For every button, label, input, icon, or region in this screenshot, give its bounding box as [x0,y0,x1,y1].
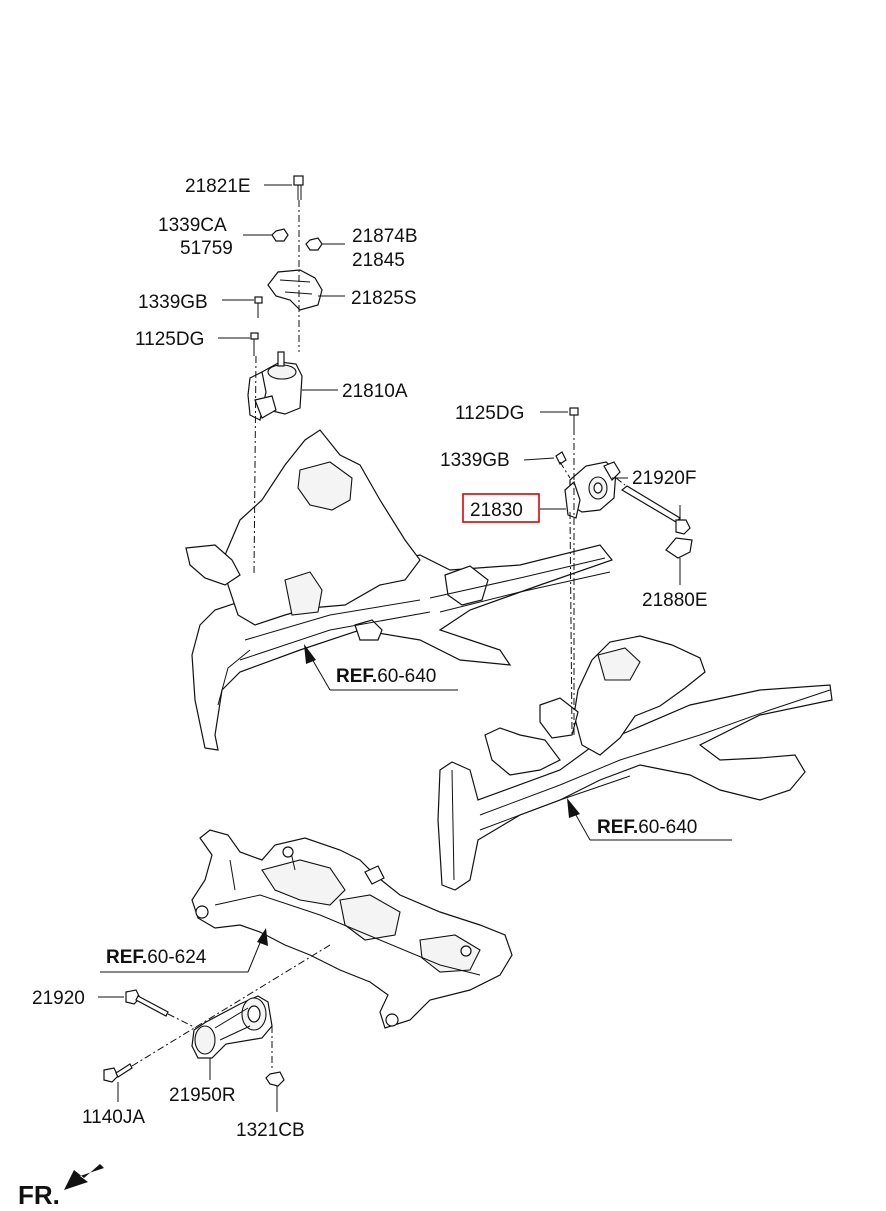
label-51759[interactable]: 51759 [180,238,233,259]
ref-label-2[interactable]: REF.60-640 [597,817,697,838]
left-front-side-member [185,429,613,751]
part-labels: 21821E 1339CA 51759 21874B 21845 1339GB … [32,176,708,1141]
front-arrow-icon [64,1164,104,1190]
bolt-1125dg-right [569,407,579,428]
label-21825s[interactable]: 21825S [351,288,417,309]
nut-1339ca [271,228,289,242]
ref-1-code: 60-640 [377,666,436,687]
transmission-mount-21830 [564,461,621,519]
bolt-1140ja [103,1063,133,1083]
front-label: FR. [18,1180,60,1210]
label-21880e[interactable]: 21880E [642,590,708,611]
engine-mount-21810a [247,351,303,421]
nut-1321cb [265,1071,285,1087]
roll-rod-bracket-21950r [191,995,273,1059]
label-1339gb-right[interactable]: 1339GB [440,450,510,471]
ref-3-prefix: REF. [106,947,147,968]
ref-3-code: 60-624 [147,947,207,968]
bolt-1125dg-left [250,332,259,356]
label-21950r[interactable]: 21950R [169,1085,236,1106]
front-subframe-crossmember [191,829,513,1029]
right-front-side-member [437,635,833,891]
bolt-1339gb-right [555,451,567,465]
front-orientation-indicator: FR. [18,1164,104,1210]
ref-leader-1 [304,644,458,691]
label-21874b[interactable]: 21874B [352,226,418,247]
label-1339ca[interactable]: 1339CA [158,215,227,236]
reference-labels: REF.60-640 REF.60-640 REF.60-624 [106,666,697,968]
engine-mount-bolt-21821e [293,175,304,200]
assembly-centerlines [131,200,626,1070]
bolt-21920 [125,989,169,1017]
label-21920[interactable]: 21920 [32,988,85,1009]
bracket-21825s [267,269,323,311]
label-1339gb-left[interactable]: 1339GB [138,292,208,313]
nut-21874b [305,237,323,251]
ref-2-prefix: REF. [597,817,638,838]
ref-label-3[interactable]: REF.60-624 [106,947,207,968]
label-1125dg-left[interactable]: 1125DG [135,329,204,350]
ref-leader-3 [100,928,268,973]
label-1321cb[interactable]: 1321CB [236,1120,305,1141]
label-21821e[interactable]: 21821E [185,176,251,197]
highlight-box-21830 [462,493,540,523]
label-21845[interactable]: 21845 [352,250,405,271]
label-1125dg-right[interactable]: 1125DG [455,403,524,424]
bracket-21880e [665,537,693,559]
ref-2-code: 60-640 [638,817,697,838]
leader-lines [98,184,681,1112]
label-21830[interactable]: 21830 [470,500,523,521]
bolt-21920f [620,485,691,535]
ref-leader-2 [567,798,732,841]
label-21810a[interactable]: 21810A [342,381,408,402]
bolt-1339gb-left [254,296,263,318]
ref-label-1[interactable]: REF.60-640 [336,666,436,687]
label-21920f[interactable]: 21920F [632,468,696,489]
label-1140ja[interactable]: 1140JA [82,1107,145,1128]
ref-1-prefix: REF. [336,666,377,687]
